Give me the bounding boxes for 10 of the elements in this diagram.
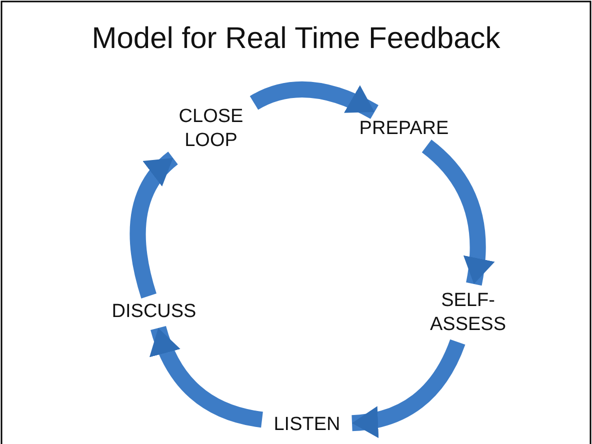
step-label: SELF-ASSESS <box>428 289 508 337</box>
curved-arrow <box>351 339 466 437</box>
step-label: CLOSE LOOP <box>178 105 244 153</box>
curved-arrow <box>422 140 494 286</box>
title: Model for Real Time Feedback <box>90 22 502 56</box>
step-label: DISCUSS <box>112 300 196 324</box>
curved-arrow <box>150 326 264 428</box>
step-label: LISTEN <box>274 413 340 437</box>
step-label: PREPARE <box>359 117 449 141</box>
curved-arrow <box>130 152 178 298</box>
